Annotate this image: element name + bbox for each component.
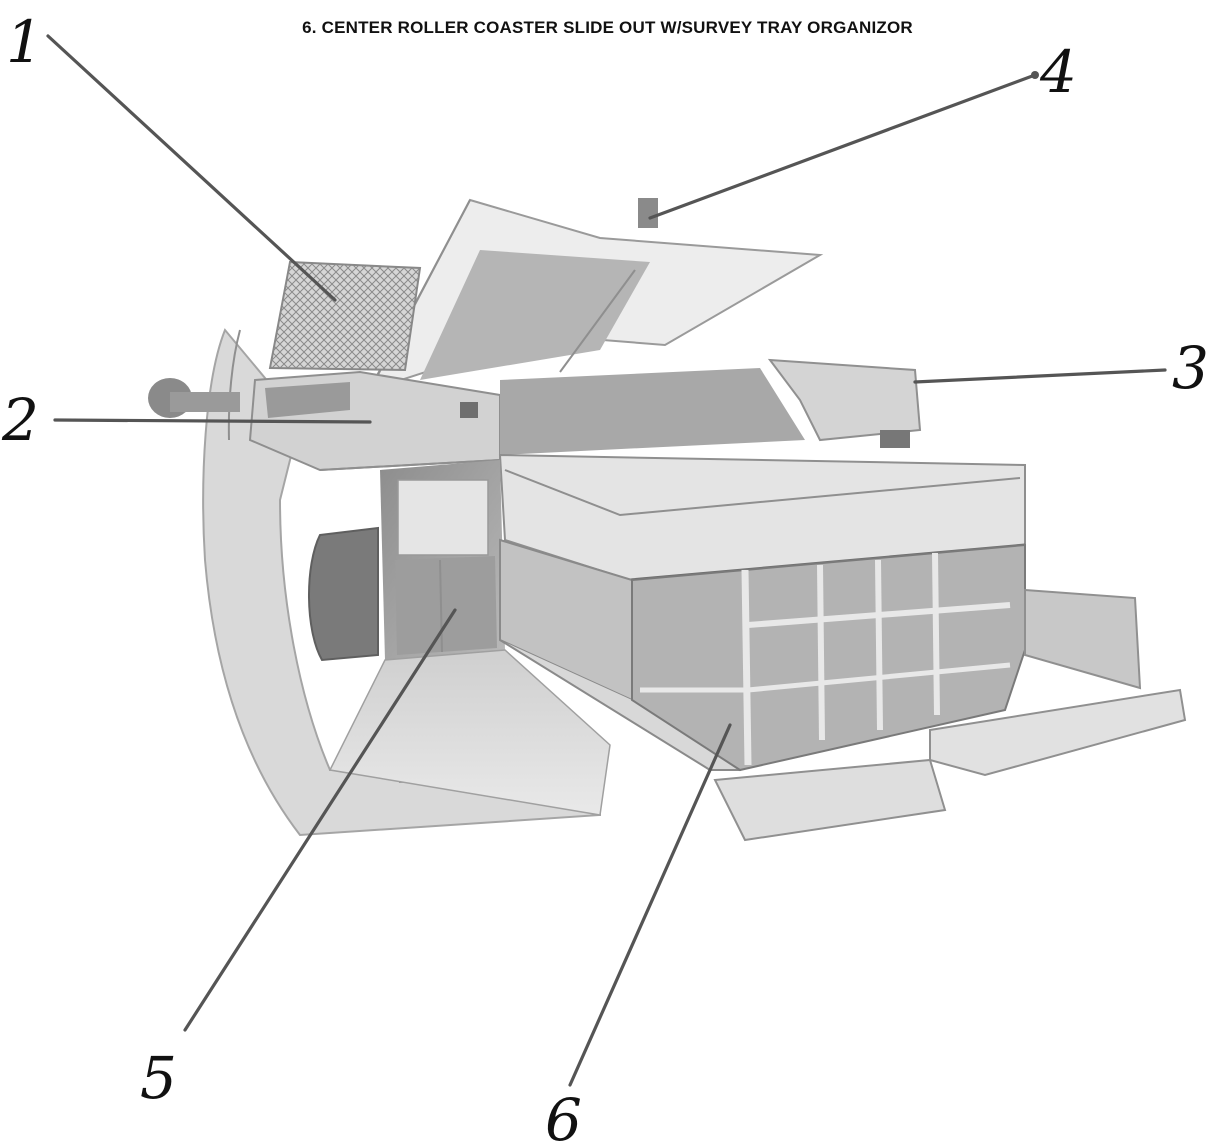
callout-numbers: 1 2 3 4 5 6: [1, 8, 1209, 1148]
leader-line-3: [913, 368, 1167, 384]
slide-rail-panel: [499, 538, 741, 771]
left-side-tray: [248, 370, 501, 472]
leader-line-4: [648, 73, 1037, 220]
leader-lines: [46, 34, 1167, 1087]
leader-line-5: [183, 608, 457, 1032]
right-side-tray: [767, 358, 922, 448]
callout-2: 2: [1, 386, 39, 454]
callout-6: 6: [545, 1086, 582, 1148]
slide-out-drawers: [713, 588, 1187, 842]
leader-line-6: [568, 723, 732, 1087]
open-lid: [367, 198, 824, 392]
leader-line-2: [53, 418, 372, 424]
diagram-title: 6. CENTER ROLLER COASTER SLIDE OUT W/SUR…: [302, 18, 913, 37]
mesh-basket: [268, 260, 422, 372]
survey-tray-organizer: [631, 543, 1026, 772]
bed-rear-wall: [500, 368, 805, 455]
leader-line-1: [46, 34, 337, 302]
callout-5: 5: [140, 1044, 177, 1112]
callout-1: 1: [6, 8, 43, 76]
callout-4: 4: [1039, 38, 1077, 106]
callout-3: 3: [1172, 334, 1209, 402]
hinge-bracket: [638, 198, 658, 228]
left-storage-compartment: [328, 460, 611, 816]
leader-dot-4: [1031, 71, 1039, 79]
